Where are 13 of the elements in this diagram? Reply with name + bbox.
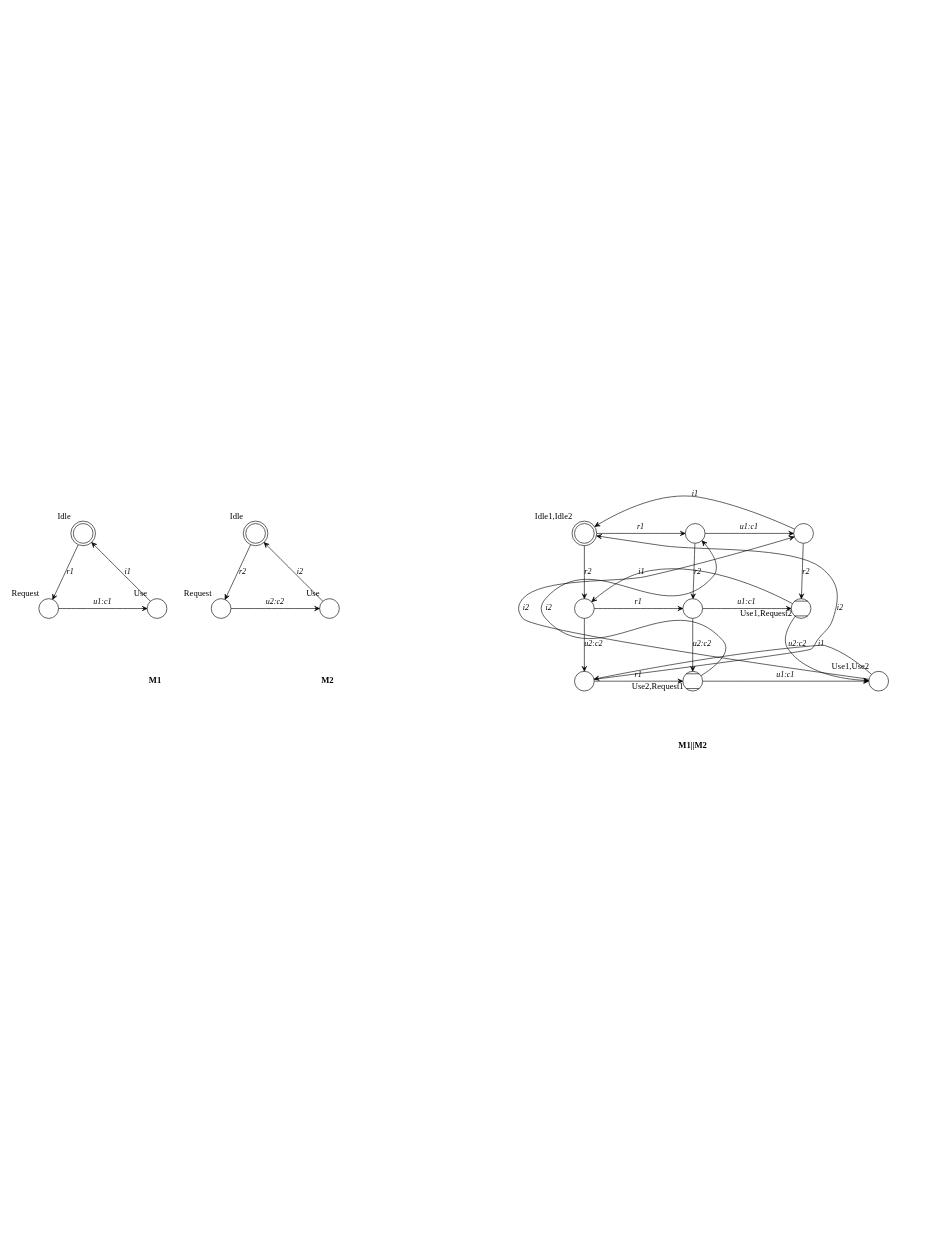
node-label: Request: [183, 587, 212, 598]
node-label: Idle: [56, 510, 71, 521]
node-label: Use2,Request1: [631, 680, 684, 691]
node-label: Use: [133, 587, 147, 598]
node-label: Use: [305, 587, 320, 598]
node-label: Use1,Request2: [739, 607, 792, 618]
node-label: Request: [10, 587, 39, 598]
node-label: Use1,Use2: [831, 660, 869, 671]
label: M2: [320, 674, 334, 685]
label: M1: [148, 674, 161, 685]
node-label: Idle1,Idle2: [534, 510, 572, 521]
node-label: Idle: [229, 510, 243, 521]
label: M1||M2: [677, 739, 707, 749]
